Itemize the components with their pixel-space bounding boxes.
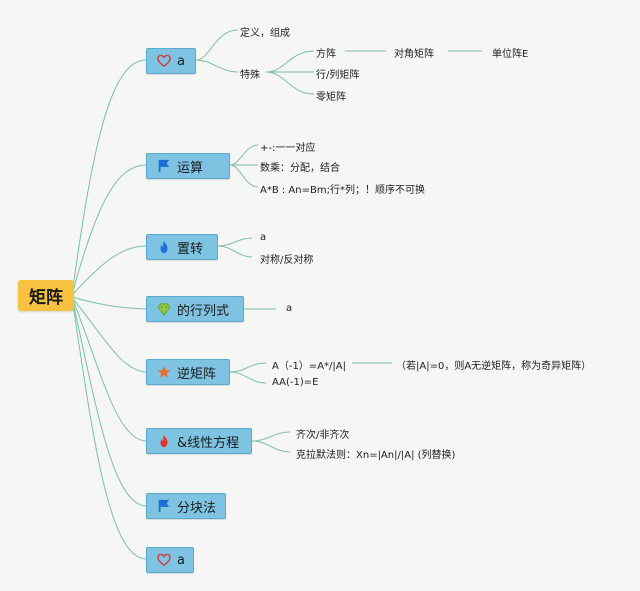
blue-flag-icon (158, 159, 170, 173)
link-root-b6 (71, 297, 147, 442)
leaf-identity-matrix: 单位阵E (492, 49, 529, 60)
leaf-special: 特殊 (240, 70, 260, 81)
leaf-add-sub: +-:一一对应 (260, 143, 316, 154)
leaf-singular-note: （若|A|=0，则A无逆矩阵，称为奇异矩阵） (396, 361, 592, 372)
branch-label: &线性方程 (177, 435, 240, 451)
branch-node-linear-equations[interactable]: &线性方程 (146, 428, 252, 454)
leaf-homogeneous: 齐次/非齐次 (296, 430, 350, 441)
leaf-inverse-identity: AA(-1)=E (272, 377, 319, 388)
leaf-inverse-formula: A（-1）=A*/|A| (272, 361, 346, 372)
blue-flame-icon (160, 240, 168, 254)
branch-node-inverse[interactable]: 逆矩阵 (146, 359, 230, 385)
branch-label: a (177, 552, 185, 568)
branch-label: a (177, 53, 185, 69)
leaf-symmetric: 对称/反对称 (260, 255, 314, 266)
link-root-b8 (71, 297, 147, 560)
heart-outline-icon (157, 54, 171, 68)
link-root-b4 (71, 296, 147, 310)
link-root-b1 (71, 59, 147, 296)
red-flame-icon (160, 434, 168, 448)
leaf-row-col-matrix: 行/列矩阵 (316, 70, 360, 81)
leaf-determinant-a: a (286, 303, 293, 314)
link-root-b2 (71, 164, 147, 296)
branch-node-operations[interactable]: 运算 (146, 153, 230, 179)
branch-label: 的行列式 (177, 303, 230, 319)
branch-node-a-bottom[interactable]: a (146, 547, 194, 573)
branch-node-a-top[interactable]: a (146, 48, 196, 74)
branch-label: 置转 (177, 241, 204, 257)
green-gem-icon (157, 303, 171, 316)
branch-node-transpose[interactable]: 置转 (146, 234, 218, 260)
root-node[interactable]: 矩阵 (18, 280, 74, 311)
leaf-diagonal-matrix: 对角矩阵 (394, 49, 434, 60)
branch-node-determinant[interactable]: 的行列式 (146, 296, 244, 322)
leaf-zero-matrix: 零矩阵 (316, 92, 346, 103)
leaf-matrix-product: A*B : An=Bm;行*列；！顺序不可换 (260, 185, 425, 196)
orange-star-icon (157, 365, 171, 378)
leaf-cramer-rule: 克拉默法则：Xn=|An|/|A| (列替换) (296, 450, 456, 461)
heart-outline-icon (157, 553, 171, 567)
link-root-b5 (71, 297, 147, 373)
link-root-b7 (71, 297, 147, 507)
leaf-definition: 定义，组成 (240, 28, 290, 39)
leaf-transpose-a: a (260, 232, 267, 243)
branch-label: 运算 (177, 160, 204, 176)
blue-flag-icon (158, 499, 170, 513)
leaf-scalar-mult: 数乘：分配，结合 (260, 163, 340, 174)
link-root-b3 (71, 245, 147, 296)
branch-label: 逆矩阵 (177, 366, 217, 382)
leaf-square-matrix: 方阵 (316, 49, 336, 60)
branch-node-block-method[interactable]: 分块法 (146, 493, 226, 519)
branch-label: 分块法 (177, 500, 217, 516)
